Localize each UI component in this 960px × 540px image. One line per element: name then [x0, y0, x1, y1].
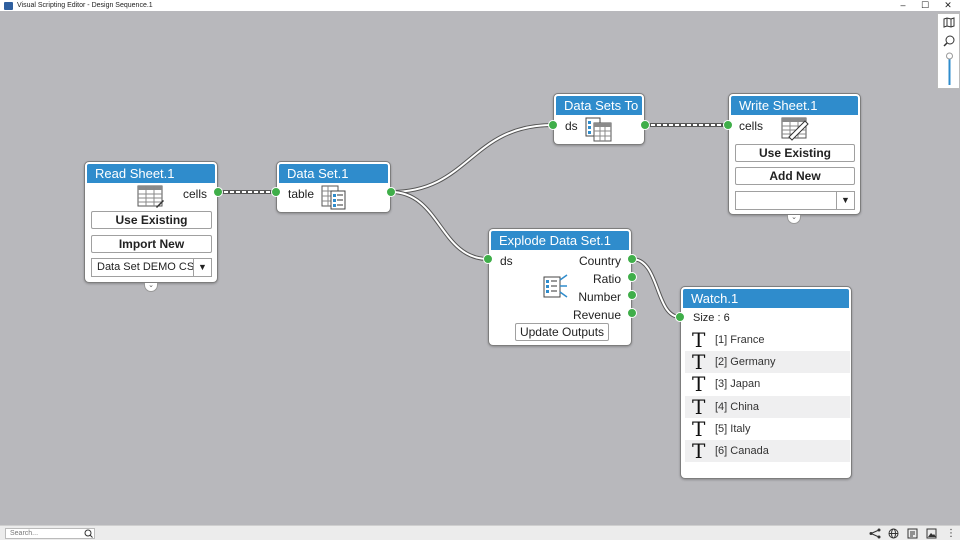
zoom-slider[interactable] [946, 52, 953, 86]
chevron-down-icon[interactable]: ▼ [836, 192, 854, 209]
node-title[interactable]: Read Sheet.1 [87, 164, 215, 183]
node-read-sheet[interactable]: Read Sheet.1 cells Use Existing Import N… [84, 161, 218, 283]
map-icon[interactable] [943, 17, 955, 28]
wire-dataset-datasetsto[interactable] [390, 123, 554, 194]
globe-icon[interactable] [888, 528, 899, 539]
node-title[interactable]: Explode Data Set.1 [491, 231, 629, 250]
dataset-to-sheet-icon [585, 117, 612, 142]
window-titlebar: Visual Scripting Editor - Design Sequenc… [0, 0, 960, 11]
node-title[interactable]: Data Set.1 [279, 164, 388, 183]
text-type-icon: T [692, 417, 706, 441]
use-existing-button[interactable]: Use Existing [735, 144, 855, 162]
list-item[interactable]: T [6] Canada [685, 440, 850, 462]
explode-dataset-icon [543, 274, 568, 298]
text-type-icon: T [692, 372, 706, 396]
port-label-cells: cells [182, 187, 207, 201]
port-label-revenue: Revenue [572, 308, 621, 322]
minimize-button[interactable]: – [900, 0, 906, 10]
port-in-watch[interactable] [675, 312, 685, 322]
update-outputs-button[interactable]: Update Outputs [515, 323, 609, 341]
port-label-ds: ds [500, 254, 513, 268]
text-type-icon: T [692, 395, 706, 419]
chevron-down-icon[interactable]: ▼ [193, 259, 211, 276]
use-existing-button[interactable]: Use Existing [91, 211, 212, 229]
node-explode-data-set[interactable]: Explode Data Set.1 ds Country Ratio Numb… [488, 228, 632, 346]
document-icon[interactable] [907, 528, 918, 539]
port-in-cells[interactable] [723, 120, 733, 130]
node-title[interactable]: Write Sheet.1 [731, 96, 858, 115]
zoom-icon[interactable] [943, 35, 955, 47]
port-out-number[interactable] [627, 290, 637, 300]
import-new-button[interactable]: Import New [91, 235, 212, 253]
node-data-set[interactable]: Data Set.1 table [276, 161, 391, 213]
sheet-dropdown[interactable]: ▼ [735, 191, 855, 210]
node-watch[interactable]: Watch.1 Size : 6 T [1] France T [2] Germ… [680, 286, 852, 479]
port-in-ds[interactable] [483, 254, 493, 264]
text-type-icon: T [692, 439, 706, 463]
port-out-cells[interactable] [213, 187, 223, 197]
share-icon[interactable] [869, 528, 881, 539]
port-out-revenue[interactable] [627, 308, 637, 318]
text-type-icon: T [692, 350, 706, 374]
more-options-icon[interactable]: ⋮ [946, 528, 956, 539]
expand-chevron-icon[interactable]: ⌄ [787, 214, 801, 224]
expand-chevron-icon[interactable]: ⌄ [144, 282, 158, 292]
search-input[interactable]: Search... [5, 528, 95, 539]
port-label-number: Number [578, 290, 621, 304]
node-data-sets-to[interactable]: Data Sets To ds [553, 93, 645, 145]
port-out-ratio[interactable] [627, 272, 637, 282]
add-new-button[interactable]: Add New [735, 167, 855, 185]
list-item[interactable]: T [4] China [685, 396, 850, 418]
list-item[interactable]: T [3] Japan [692, 372, 761, 396]
port-out-datasetsto[interactable] [640, 120, 650, 130]
write-spreadsheet-icon [781, 117, 809, 141]
port-label-cells: cells [739, 119, 764, 133]
port-label-country: Country [578, 254, 621, 268]
list-item[interactable]: T [2] Germany [685, 351, 850, 373]
port-out-country[interactable] [627, 254, 637, 264]
spreadsheet-icon [137, 185, 164, 208]
wire-dataset-explode[interactable] [390, 190, 489, 261]
dataset-icon [321, 185, 346, 210]
text-type-icon: T [692, 328, 706, 352]
node-title[interactable]: Data Sets To [556, 96, 642, 115]
close-button[interactable]: ✕ [944, 0, 952, 10]
port-label-ratio: Ratio [592, 272, 621, 286]
wire-explode-watch[interactable] [631, 257, 681, 319]
sheet-dropdown-value: Data Set DEMO CSV [97, 261, 202, 273]
size-label: Size : 6 [693, 312, 730, 324]
search-icon[interactable] [84, 529, 93, 538]
window-title: Visual Scripting Editor - Design Sequenc… [17, 2, 153, 9]
port-out-table[interactable] [386, 187, 396, 197]
view-toolbox [937, 13, 960, 89]
list-item[interactable]: T [5] Italy [692, 417, 751, 441]
maximize-button[interactable]: ☐ [920, 0, 930, 10]
app-icon [4, 1, 13, 10]
port-label-table: table [288, 187, 315, 201]
port-in-ds[interactable] [548, 120, 558, 130]
status-bar: Search... ⋮ [0, 525, 960, 540]
port-label-ds: ds [565, 119, 578, 133]
port-in-dataset[interactable] [271, 187, 281, 197]
sheet-dropdown[interactable]: Data Set DEMO CSV ▼ [91, 258, 212, 277]
node-title[interactable]: Watch.1 [683, 289, 849, 308]
list-item[interactable]: T [1] France [692, 328, 765, 352]
node-write-sheet[interactable]: Write Sheet.1 cells Use Existing Add New… [728, 93, 861, 215]
image-icon[interactable] [926, 528, 937, 539]
